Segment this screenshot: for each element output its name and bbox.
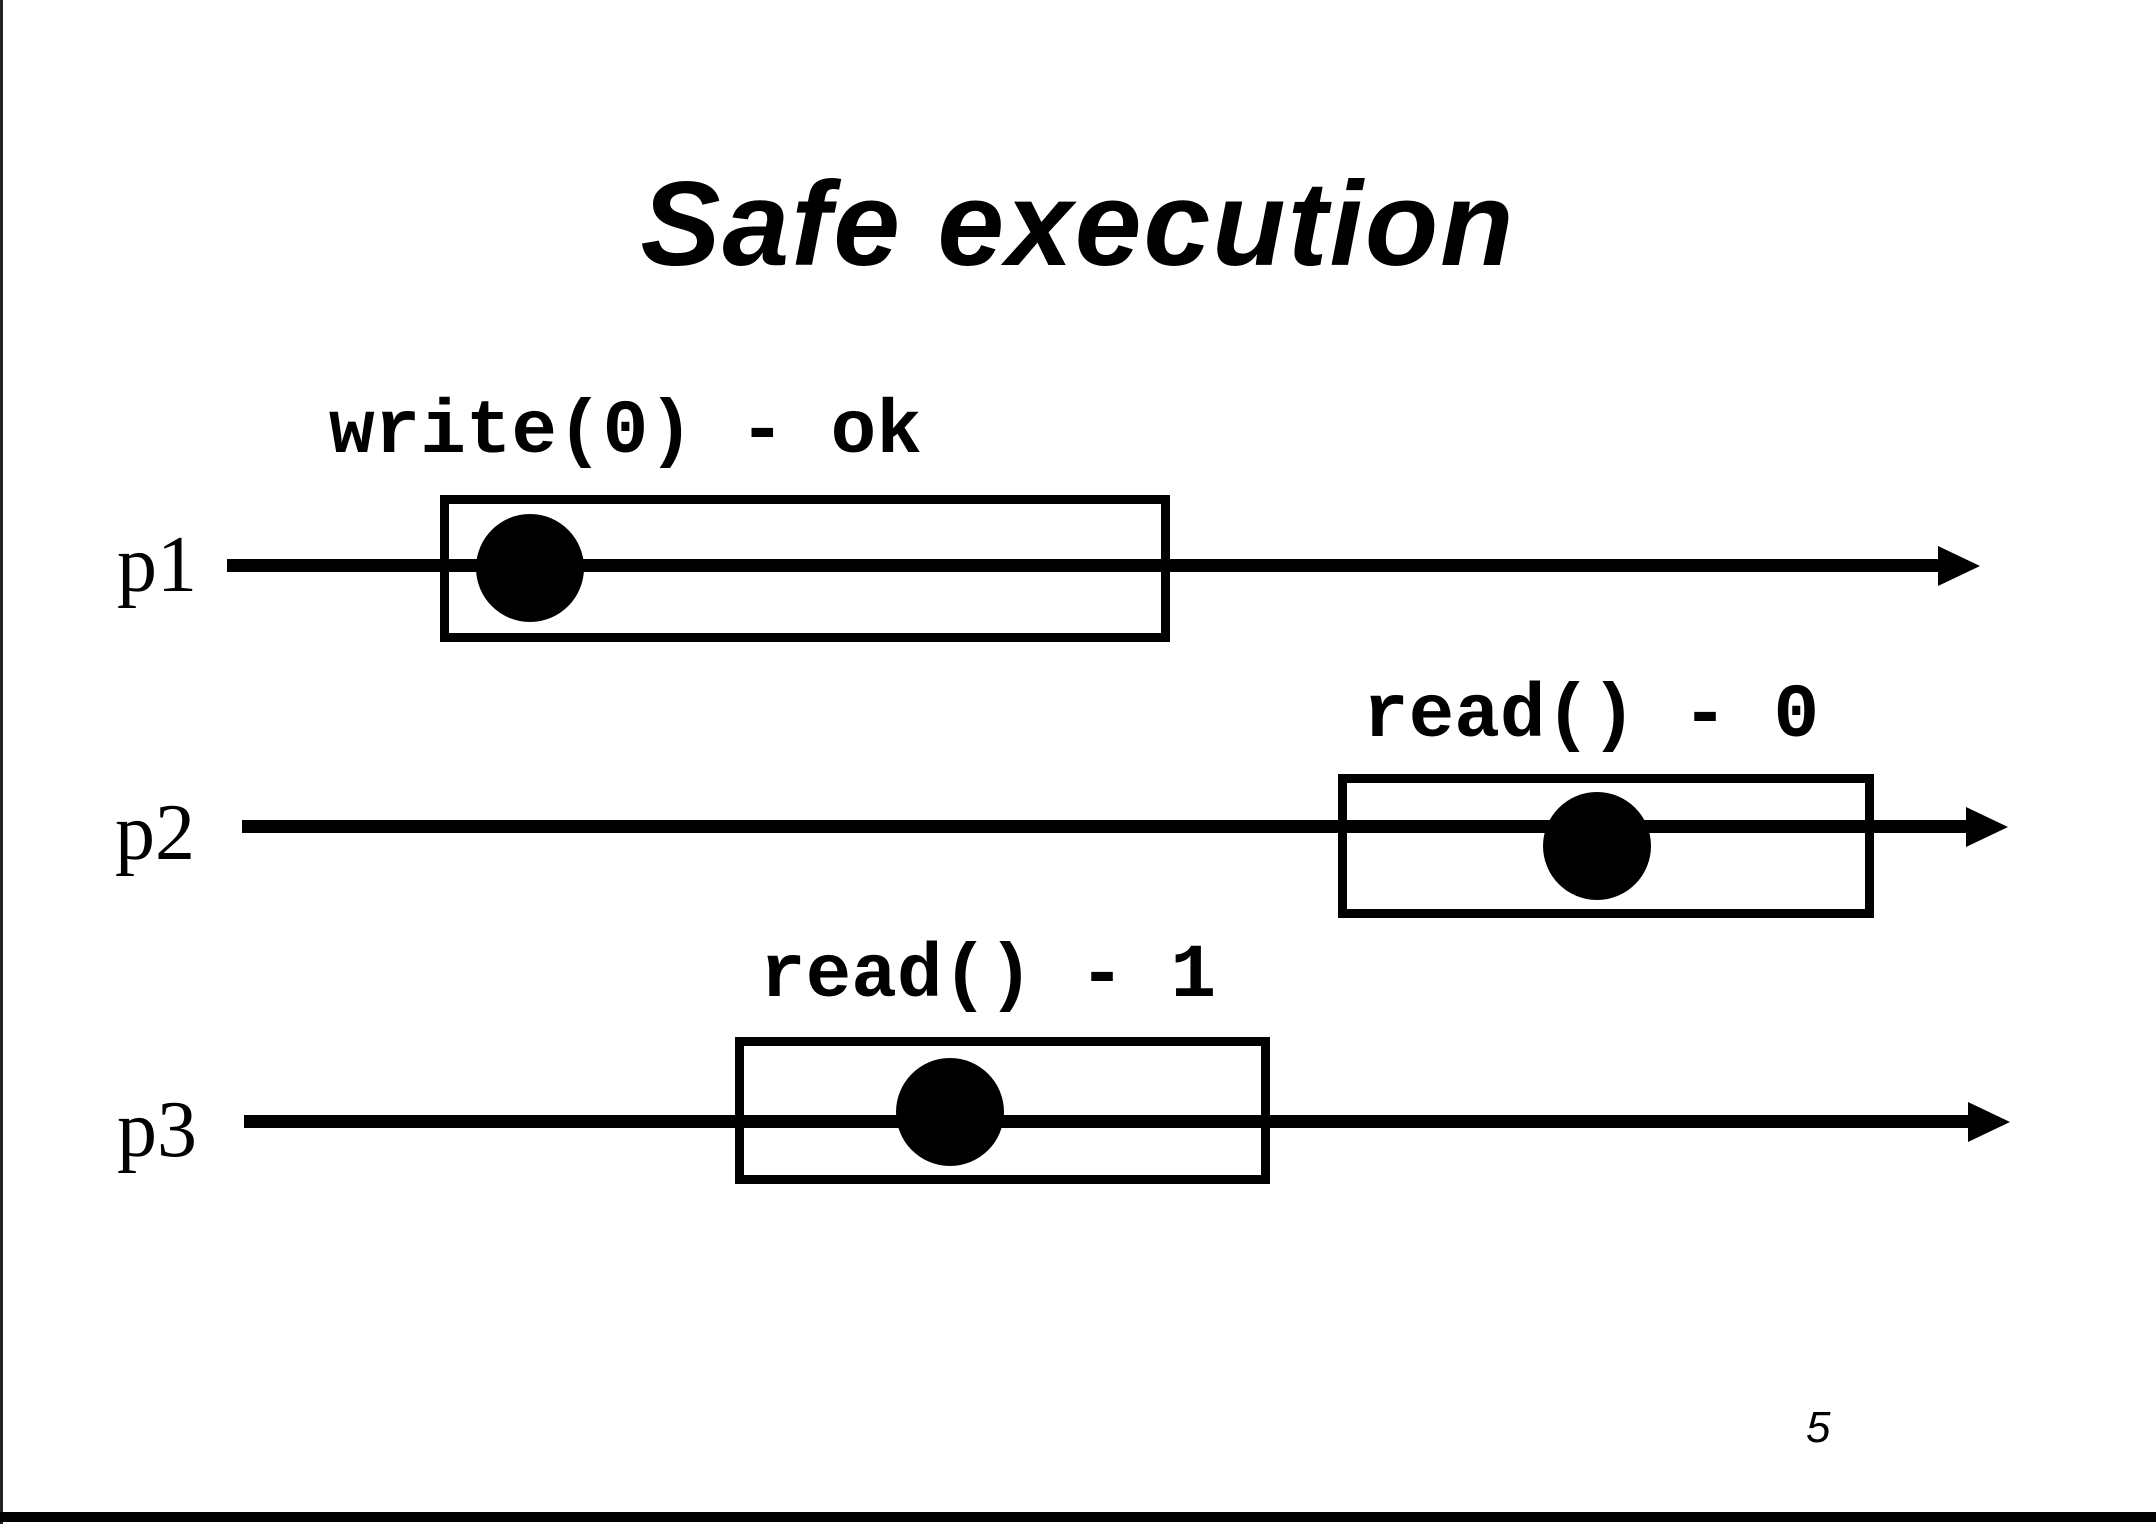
timeline-line-p2 — [242, 820, 1968, 833]
arrowhead-icon — [1938, 546, 1980, 586]
operation-label-p1: write(0) - ok — [329, 389, 922, 475]
slide-frame-left-border — [0, 0, 3, 1524]
process-label-p3: p3 — [117, 1086, 197, 1174]
operation-label-p3: read() - 1 — [760, 933, 1217, 1019]
process-label-p2: p2 — [115, 789, 195, 877]
event-dot-icon — [1543, 792, 1651, 900]
operation-box-p2 — [1338, 774, 1874, 918]
timeline-line-p1 — [227, 559, 1940, 572]
page-number: 5 — [1806, 1403, 1831, 1452]
operation-box-p1 — [440, 495, 1170, 642]
timeline-line-p3 — [244, 1115, 1970, 1128]
slide-frame-bottom-border — [0, 1512, 2156, 1522]
process-label-p1: p1 — [117, 521, 197, 609]
arrowhead-icon — [1966, 807, 2008, 847]
operation-label-p2: read() - 0 — [1363, 673, 1820, 759]
arrowhead-icon — [1968, 1102, 2010, 1142]
event-dot-icon — [476, 514, 584, 622]
slide-title: Safe execution — [640, 157, 1516, 291]
event-dot-icon — [896, 1058, 1004, 1166]
operation-box-p3 — [735, 1037, 1270, 1184]
